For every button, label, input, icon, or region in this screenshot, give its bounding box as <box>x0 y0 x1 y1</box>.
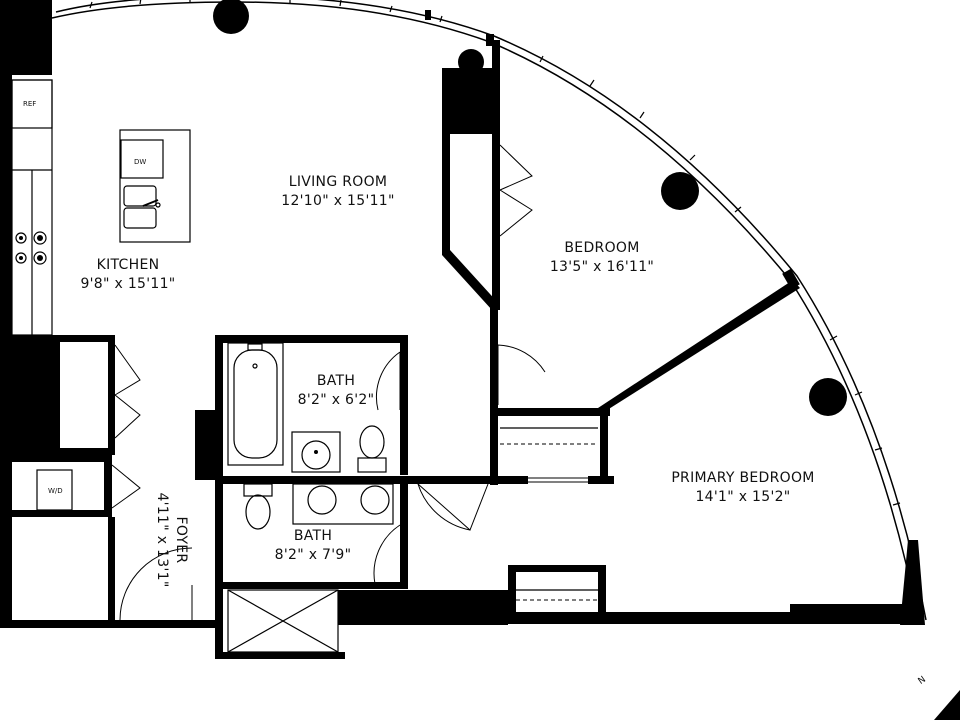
vanity <box>292 483 394 525</box>
bedroom-name: BEDROOM <box>564 240 639 256</box>
sink-icon <box>307 485 337 515</box>
burner-icon <box>33 231 47 245</box>
north-arrow: N <box>917 675 960 720</box>
primary-bedroom-dims: 14'1" x 15'2" <box>695 489 790 505</box>
kitchen-island <box>119 129 191 243</box>
bath-1-dims: 8'2" x 6'2" <box>298 392 375 408</box>
sink-icon <box>123 185 157 207</box>
bath-1-name: BATH <box>317 373 355 389</box>
walls <box>0 0 925 659</box>
vanity <box>291 431 341 473</box>
foyer-dims: 4'11" x 13'1" <box>154 492 170 587</box>
bath-2-dims: 8'2" x 7'9" <box>275 547 352 563</box>
wd-label: W/D <box>48 487 63 495</box>
kitchen-dims: 9'8" x 15'11" <box>80 276 175 292</box>
dw-label: DW <box>134 158 146 166</box>
ref-label: REF <box>23 100 36 108</box>
column <box>809 378 847 416</box>
north-label: N <box>917 675 928 687</box>
sink-icon <box>301 440 331 470</box>
burner-icon <box>15 252 27 264</box>
compass-arrow-icon <box>934 690 960 720</box>
dishwasher <box>120 139 164 179</box>
toilet-icon <box>245 494 271 530</box>
sink-icon <box>123 207 157 229</box>
burner-icon <box>33 251 47 265</box>
toilet-icon <box>359 425 385 459</box>
bath-2-name: BATH <box>294 528 332 544</box>
washer-dryer <box>36 469 73 511</box>
shower <box>227 589 339 653</box>
living-room-name: LIVING ROOM <box>289 174 388 190</box>
sink-icon <box>360 485 390 515</box>
refrigerator <box>11 79 53 129</box>
bath-fixtures <box>227 342 394 653</box>
living-room-dims: 12'10" x 15'11" <box>281 193 395 209</box>
closet-shelves <box>500 427 598 601</box>
doors <box>111 144 588 621</box>
primary-bedroom-name: PRIMARY BEDROOM <box>671 470 814 486</box>
foyer-name: FOYER <box>173 517 189 564</box>
column <box>213 0 249 34</box>
column <box>661 172 699 210</box>
room-labels: LIVING ROOM 12'10" x 15'11" KITCHEN 9'8"… <box>80 174 814 588</box>
bedroom-dims: 13'5" x 16'11" <box>550 259 654 275</box>
kitchen-name: KITCHEN <box>97 257 160 273</box>
kitchen-fixtures: REF DW W/D <box>11 79 191 511</box>
bathtub <box>227 342 284 466</box>
burner-icon <box>15 232 27 244</box>
